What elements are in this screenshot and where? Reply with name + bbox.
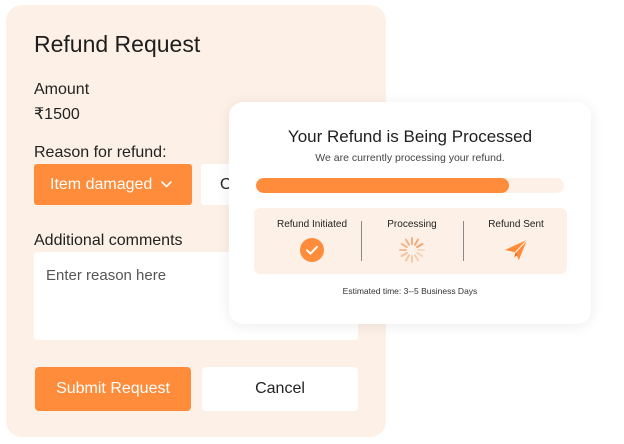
progress-bar-fill [256, 178, 509, 193]
estimated-time: Estimated time: 3--5 Business Days [342, 286, 478, 296]
submit-request-button[interactable]: Submit Request [35, 367, 191, 411]
reason-dropdown-value: Item damaged [50, 175, 153, 193]
check-circle-icon [299, 237, 325, 263]
step-label: Processing [387, 219, 437, 230]
reason-dropdown[interactable]: Item damaged [34, 164, 192, 205]
form-title: Refund Request [34, 31, 201, 57]
step-label: Refund Initiated [276, 219, 348, 230]
step-refund-sent: Refund Sent [464, 208, 568, 274]
cancel-button[interactable]: Cancel [202, 367, 358, 411]
amount-value: ₹1500 [34, 106, 80, 123]
reason-label: Reason for refund: [34, 144, 167, 161]
amount-label: Amount [34, 81, 90, 98]
status-title: Your Refund is Being Processed [287, 127, 533, 146]
step-divider [463, 221, 464, 261]
step-divider [361, 221, 362, 261]
step-label: Refund Sent [488, 219, 544, 230]
step-refund-initiated: Refund Initiated [260, 208, 364, 274]
progress-bar [256, 178, 564, 193]
spinner-icon [399, 237, 425, 263]
comments-placeholder: Enter reason here [46, 267, 167, 284]
step-processing: Processing [360, 208, 464, 274]
steps-panel: Refund Initiated Processing Refund Sent [254, 208, 567, 274]
chevron-down-icon [161, 181, 173, 188]
paper-plane-icon [503, 237, 529, 263]
comments-label: Additional comments [34, 232, 183, 249]
status-subtitle: We are currently processing your refund. [315, 152, 505, 164]
refund-status-card: Your Refund is Being Processed We are cu… [229, 102, 591, 324]
